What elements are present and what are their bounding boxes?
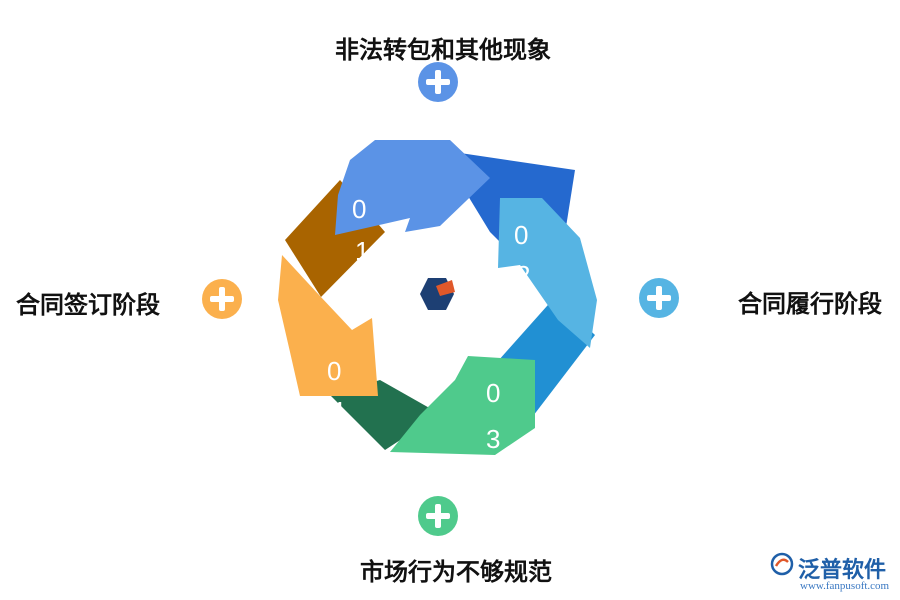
band-bottom-left [330,380,440,450]
stage-right-number: 0 [514,220,529,250]
stage-bottom-number-2: 3 [486,424,501,454]
brand-url: www.fanpusoft.com [800,580,890,592]
brand-watermark: 泛普软件 www.fanpusoft.com [770,552,889,592]
stage-left-number: 0 [327,356,342,386]
stage-right-number-2: 2 [516,260,531,290]
stage-left-plus-icon[interactable] [202,279,242,319]
brand-logo-icon [770,552,794,576]
stage-right-plus-icon[interactable] [639,278,679,318]
stage-top-plus-icon[interactable] [418,62,458,102]
stage-left-number-2: 4 [330,396,345,426]
arrow-left [278,255,378,396]
stage-bottom-label: 市场行为不够规范 [360,558,552,586]
center-logo-icon [420,278,455,310]
stage-bottom-number: 0 [486,378,501,408]
stage-top-number: 0 [352,194,367,224]
arrow-bottom [390,356,535,455]
arrow-top [335,140,490,235]
stage-top-label: 非法转包和其他现象 [335,36,551,64]
stage-top-number-2: 1 [355,236,370,266]
stage-bottom-plus-icon[interactable] [418,496,458,536]
stage-right-label: 合同履行阶段 [738,290,882,318]
stage-left-label: 合同签订阶段 [16,291,160,319]
brand-name: 泛普软件 [798,558,887,583]
arrow-right [498,198,597,348]
